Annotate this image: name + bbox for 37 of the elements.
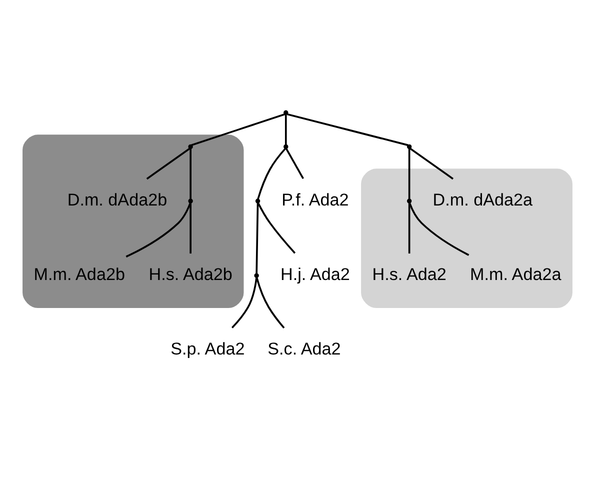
node-text: D.m. dAda2b [67, 190, 168, 210]
node-text: H.s. Ada2 [372, 264, 446, 284]
node-point [284, 144, 288, 149]
node-text: S.p. Ada2 [170, 339, 245, 358]
node-text: H.j. Ada2 [280, 264, 350, 284]
connector [287, 112, 408, 146]
connector [231, 277, 258, 328]
connector [408, 202, 410, 254]
connector [256, 276, 285, 328]
node-point [255, 198, 260, 203]
cluster [22, 134, 244, 308]
node-text: M.m. Ada2a [470, 264, 562, 284]
node-point [254, 272, 259, 278]
node-text: P.f. Ada2 [282, 190, 349, 210]
connector [146, 147, 190, 180]
connector [191, 112, 286, 146]
connector [257, 147, 286, 199]
connector [190, 148, 192, 198]
connector [410, 147, 454, 180]
node-point [406, 144, 412, 149]
node-text: H.s. Ada2b [148, 264, 232, 284]
connector [256, 202, 259, 274]
connector [408, 202, 470, 256]
cluster [361, 168, 572, 308]
node-point [406, 198, 412, 203]
node-text: M.m. Ada2b [34, 264, 125, 284]
node-point [188, 144, 193, 149]
connector [257, 202, 296, 254]
connector [190, 202, 192, 254]
node-point [284, 110, 288, 115]
node-text: D.m. dAda2a [432, 190, 533, 210]
connector [408, 148, 410, 198]
connector [126, 202, 192, 257]
connector [285, 148, 304, 179]
node-text: S.c. Ada2 [268, 339, 341, 358]
node-point [188, 198, 193, 203]
connector [284, 114, 287, 144]
